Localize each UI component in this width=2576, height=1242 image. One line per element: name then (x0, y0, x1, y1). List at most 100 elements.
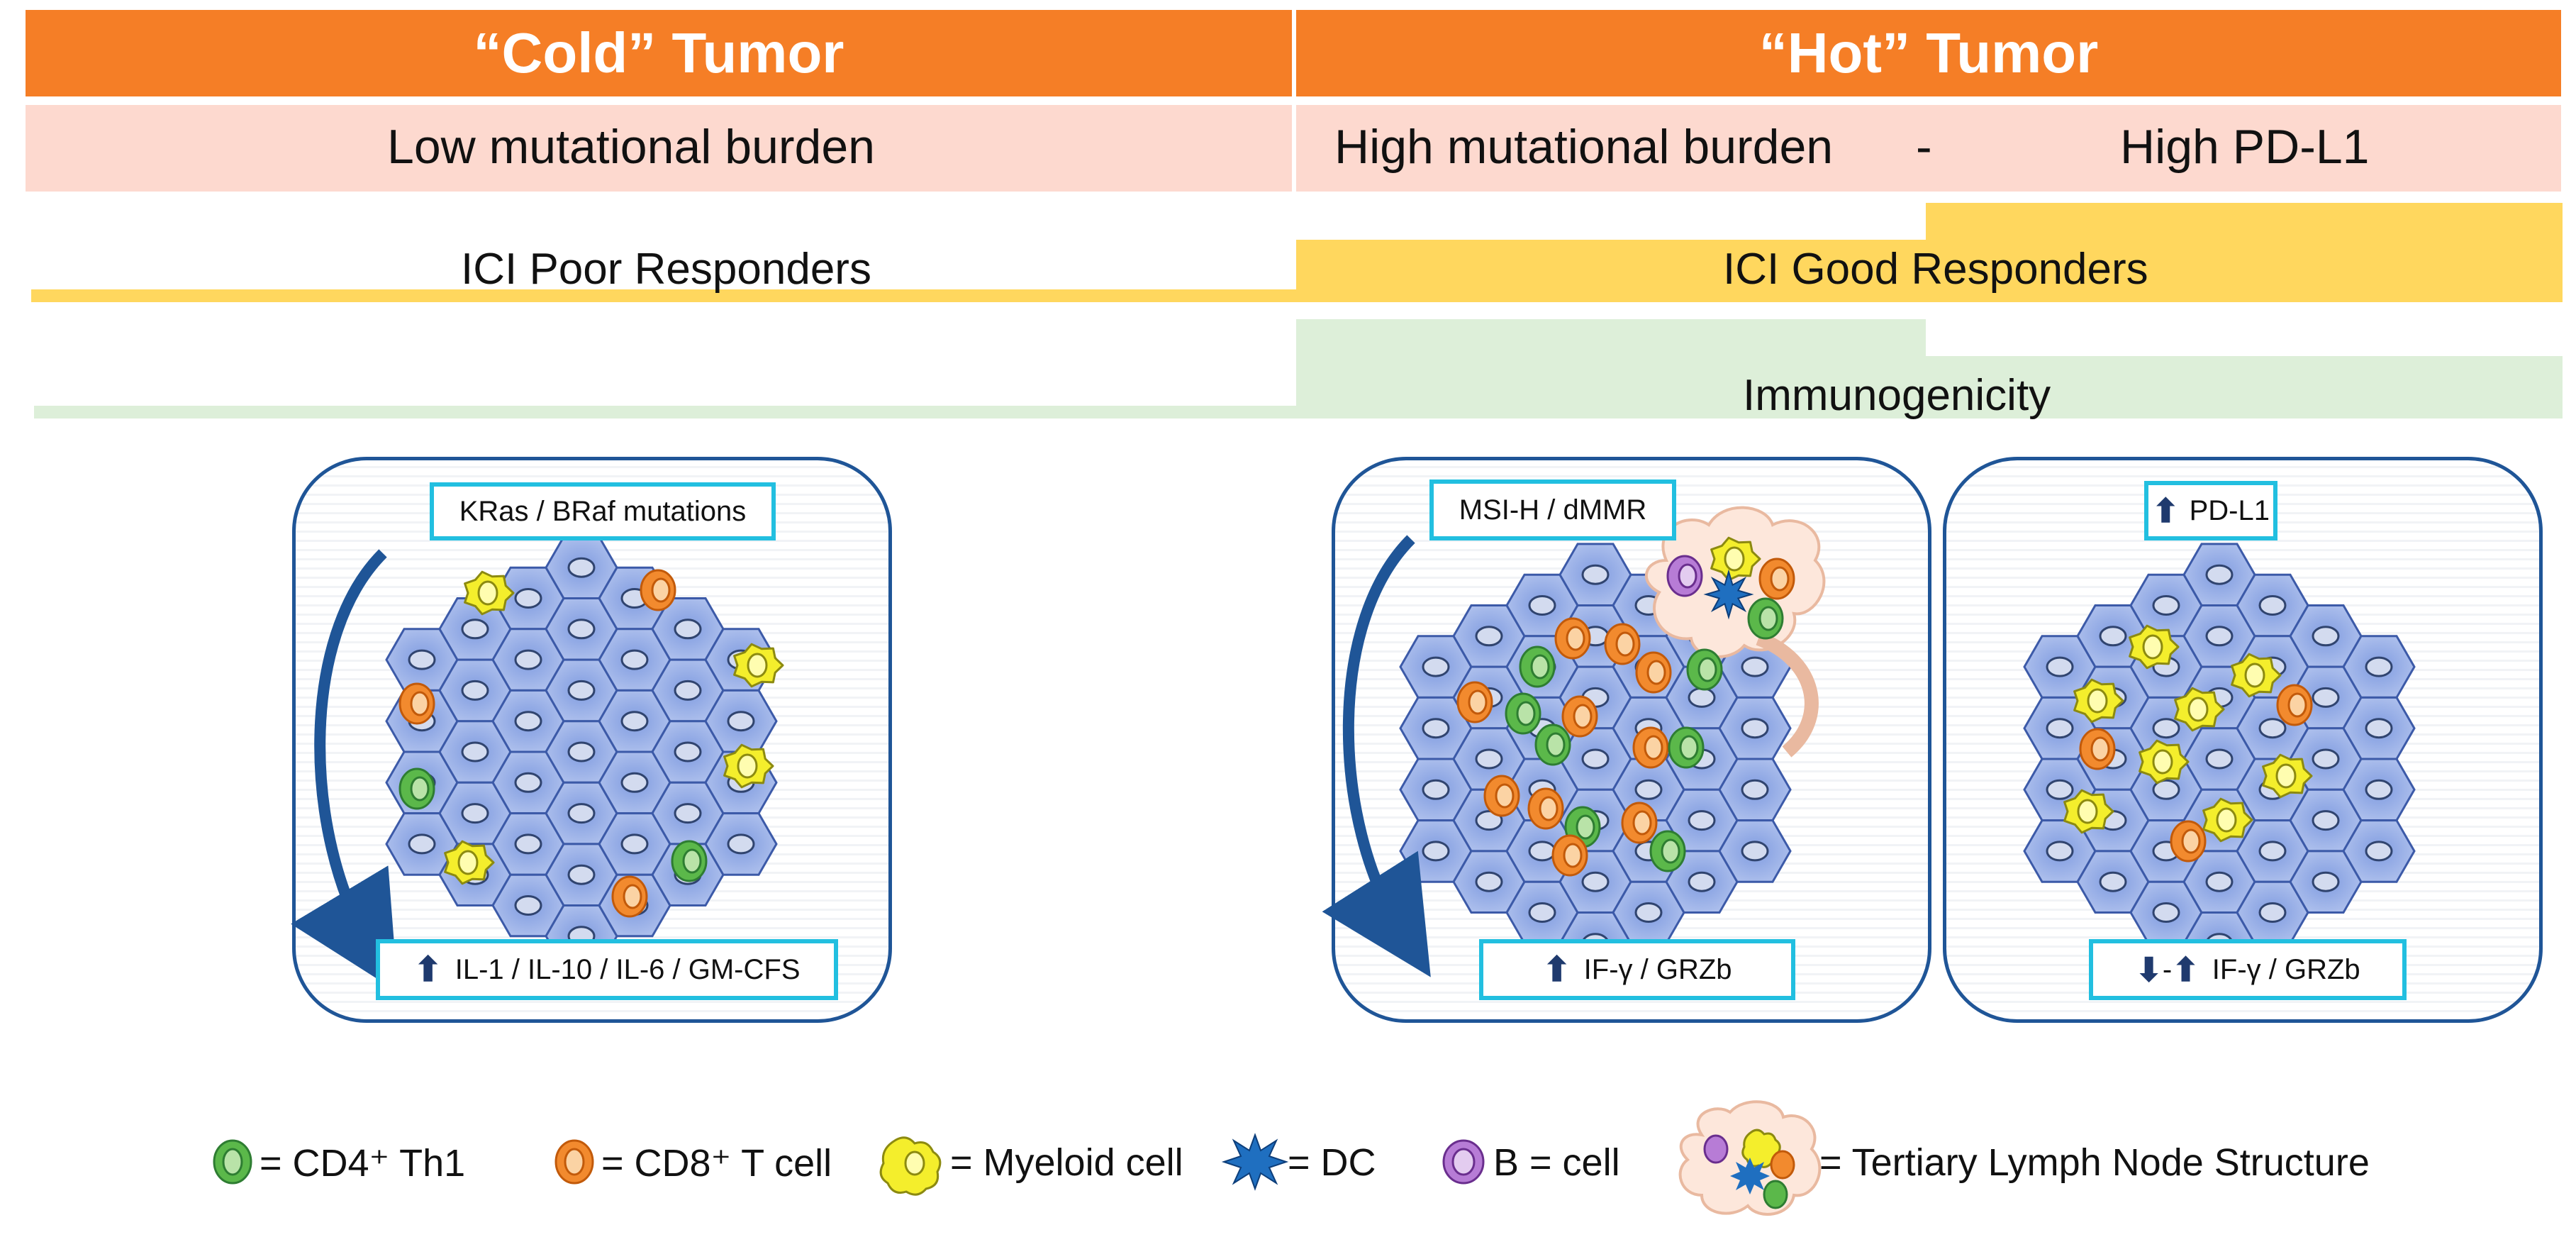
cd8-cell (1635, 651, 1672, 694)
up-arrow-icon: ⬆ (1542, 951, 1571, 989)
dc-legend-icon (1221, 1133, 1289, 1191)
myeloid-cell (2063, 789, 2114, 834)
tumor-cell (2342, 819, 2416, 883)
tumor-cell (2342, 696, 2416, 760)
hot-top-label-box: MSI-H / dMMR (1429, 479, 1676, 540)
cd4-cell (1505, 692, 1541, 735)
tumor-cell (2289, 788, 2363, 853)
tumor-cell (704, 689, 778, 753)
legend-icons (213, 1100, 1822, 1216)
pdl1-label: PD-L1 (2189, 494, 2270, 526)
myeloid-cell (464, 570, 515, 616)
cd8-cell (1621, 802, 1658, 844)
cd8-cell (398, 682, 435, 725)
cd8-cell (1527, 787, 1564, 830)
hot-bottom-label-box: ⬆ IF-γ / GRZb (1479, 939, 1795, 1000)
cd8-cell (1456, 681, 1493, 723)
cd8-legend-label: = CD8⁺ T cell (601, 1142, 832, 1185)
immunogenicity-label: Immunogenicity (1743, 371, 2051, 420)
cd4-cell (1534, 723, 1571, 766)
cd8-cell (1554, 617, 1591, 660)
cd4-cell (1649, 830, 1686, 872)
dc-legend-label: = DC (1288, 1141, 1376, 1184)
cd8-cell (640, 569, 676, 611)
good-responders-label: ICI Good Responders (1723, 245, 2148, 294)
dendritic-cell (1703, 569, 1754, 620)
poor-responders-band (31, 289, 1298, 302)
tumor-cell (704, 812, 778, 876)
tumor-cell (2289, 850, 2363, 914)
myeloid-cell (733, 643, 784, 688)
cd8-cell (1758, 558, 1795, 600)
cd4-cell (398, 767, 435, 810)
cd8-cell (2276, 684, 2313, 726)
tumor-cell (1559, 543, 1632, 606)
cold-curved-arrow (291, 549, 398, 992)
low-mutational-burden-label: Low mutational burden (387, 120, 876, 174)
hot-burden-band (1296, 105, 2561, 192)
cd8-legend-icon (554, 1139, 594, 1185)
myeloid-legend-label: = Myeloid cell (950, 1141, 1183, 1184)
cd8-cell (1604, 623, 1641, 665)
hot-tumor-header: “Hot” Tumor (1296, 10, 2561, 96)
cold-tumor-header: “Cold” Tumor (26, 10, 1292, 96)
immunogenicity-band-pdl1 (1920, 356, 2563, 418)
tumor-cell (1718, 819, 1792, 883)
cd8-cell (1483, 775, 1520, 817)
myeloid-cell (2231, 653, 2282, 698)
myeloid-cell (2174, 687, 2225, 732)
ifg-grzb-label-pdl1: IF-γ / GRZb (2212, 953, 2360, 985)
ifg-grzb-label-hot: IF-γ / GRZb (1583, 953, 1732, 985)
tumor-cell (491, 750, 565, 815)
myeloid-cell (1710, 536, 1761, 582)
bcell-legend-label: B = cell (1493, 1141, 1620, 1184)
cd4-cell (1668, 726, 1705, 769)
cd8-cell (1632, 726, 1669, 769)
myeloid-cell (2202, 797, 2253, 843)
cd4-cell (1747, 597, 1784, 640)
cd4-cell (1519, 645, 1556, 688)
down-arrow-icon: ⬇ (2135, 951, 2163, 988)
msi-dmmr-label: MSI-H / dMMR (1459, 494, 1647, 526)
cd8-cell (1561, 695, 1598, 738)
tumor-cell (545, 781, 618, 845)
myeloid-legend-icon (879, 1136, 942, 1196)
cold-burden-band (26, 105, 1292, 192)
immunogenicity-band-hot (1296, 319, 1926, 418)
tumor-cell (491, 873, 565, 938)
cd4-legend-label: = CD4⁺ Th1 (260, 1142, 466, 1185)
cd8-cell (1551, 834, 1588, 877)
up-arrow-icon: ⬆ (413, 951, 442, 989)
myeloid-cell (723, 743, 774, 789)
tumor-cell (598, 812, 671, 876)
tumor-cell (2236, 573, 2309, 638)
cd8-cell (2079, 728, 2116, 770)
up-arrow-icon: ⬆ (2152, 492, 2180, 529)
tls-legend-label: = Tertiary Lymph Node Structure (1819, 1141, 2370, 1184)
tumor-cell (1505, 880, 1579, 945)
cytokines-label: IL-1 / IL-10 / IL-6 / GM-CFS (455, 953, 801, 985)
immune-cells-layer (398, 536, 2313, 918)
cold-top-label-box: KRas / BRaf mutations (430, 482, 776, 540)
cold-bottom-label-box: ⬆ IL-1 / IL-10 / IL-6 / GM-CFS (376, 939, 838, 1000)
myeloid-cell (444, 840, 495, 885)
tumor-cell (438, 658, 512, 723)
high-pdl1-label: High PD-L1 (2120, 120, 2370, 174)
tumor-cell (1452, 727, 1526, 791)
tls-legend-icon (1678, 1100, 1822, 1216)
tumor-cell (1399, 635, 1473, 699)
hot-curved-arrow (1322, 535, 1431, 977)
myeloid-cell (2262, 753, 2313, 799)
cold-tumor-cell-cluster (385, 536, 778, 968)
pdl1-top-label-box: ⬆ PD-L1 (2144, 481, 2277, 540)
myeloid-cell (2139, 739, 2190, 784)
pdl1-bottom-label-box: ⬇ - ⬆ IF-γ / GRZb (2089, 939, 2407, 1000)
myeloid-cell (2129, 624, 2180, 670)
cd4-legend-icon (213, 1139, 252, 1185)
cd4-cell (1686, 648, 1723, 691)
down-up-separator: - (2162, 953, 2173, 985)
burden-separator: - (1916, 120, 1932, 174)
cold-tumor-title: “Cold” Tumor (473, 21, 844, 84)
tumor-cell (491, 689, 565, 753)
